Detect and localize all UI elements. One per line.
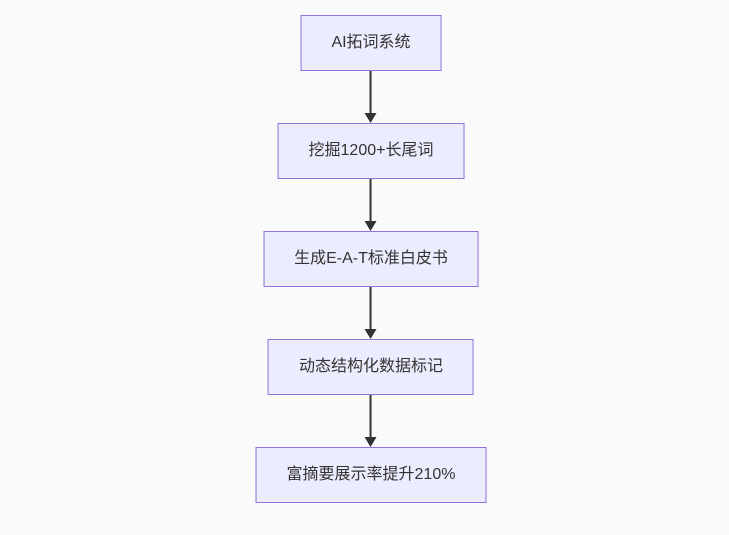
arrow-line bbox=[370, 395, 372, 437]
flow-node-longtail-mining: 挖掘1200+长尾词 bbox=[277, 123, 465, 179]
flow-node-label: 挖掘1200+长尾词 bbox=[308, 142, 434, 159]
arrow-down-icon bbox=[365, 179, 377, 231]
arrow-line bbox=[370, 179, 372, 221]
flowchart: AI拓词系统 挖掘1200+长尾词 生成E-A-T标准白皮书 动态结构化数据标记… bbox=[255, 15, 487, 503]
arrow-down-icon bbox=[365, 395, 377, 447]
flow-node-label: 生成E-A-T标准白皮书 bbox=[294, 250, 448, 267]
flow-node-label: AI拓词系统 bbox=[331, 34, 411, 51]
arrow-head bbox=[365, 221, 377, 231]
flow-node-ai-word-system: AI拓词系统 bbox=[300, 15, 442, 71]
flow-node-structured-data: 动态结构化数据标记 bbox=[267, 339, 474, 395]
flow-node-label: 动态结构化数据标记 bbox=[298, 358, 443, 375]
arrow-line bbox=[370, 287, 372, 329]
arrow-head bbox=[365, 113, 377, 123]
flow-node-eat-whitepaper: 生成E-A-T标准白皮书 bbox=[263, 231, 479, 287]
flow-node-rich-snippet-result: 富摘要展示率提升210% bbox=[255, 447, 487, 503]
arrow-line bbox=[370, 71, 372, 113]
flow-node-label: 富摘要展示率提升210% bbox=[286, 466, 456, 483]
arrow-head bbox=[365, 437, 377, 447]
arrow-down-icon bbox=[365, 287, 377, 339]
arrow-down-icon bbox=[365, 71, 377, 123]
arrow-head bbox=[365, 329, 377, 339]
